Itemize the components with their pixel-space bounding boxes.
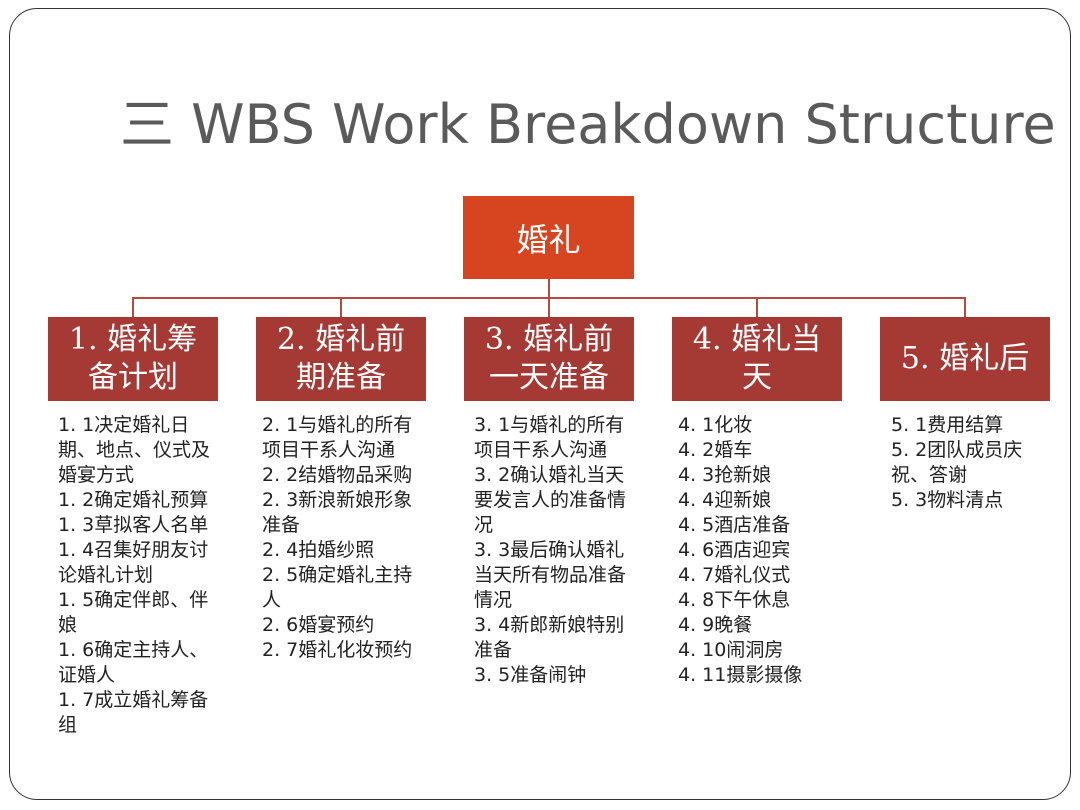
phase-5-connector — [964, 297, 966, 317]
task-item: 2. 6婚宴预约 — [262, 614, 375, 636]
task-item: 5. 2团队成员庆祝、答谢 — [891, 439, 1023, 486]
task-item: 3. 2确认婚礼当天要发言人的准备情况 — [474, 464, 627, 536]
task-item: 1. 4召集好朋友讨论婚礼计划 — [58, 539, 209, 586]
root-connector — [548, 279, 550, 298]
task-list-2: 2. 1与婚礼的所有项目干系人沟通 2. 2结婚物品采购 2. 3新浪新娘形象准… — [262, 413, 414, 663]
task-item: 1. 2确定婚礼预算 — [58, 489, 209, 511]
root-node: 婚礼 — [463, 196, 634, 279]
phase-node-2: 2. 婚礼前期准备 — [256, 317, 426, 401]
task-item: 5. 3物料清点 — [891, 489, 1004, 511]
task-item: 4. 9晚餐 — [678, 614, 753, 636]
task-item: 5. 1费用结算 — [891, 414, 1004, 436]
task-item: 2. 2结婚物品采购 — [262, 464, 413, 486]
phase-label: 5. 婚礼后 — [900, 341, 1030, 376]
phase-label: 1. 婚礼筹备计划 — [68, 322, 198, 395]
task-item: 1. 3草拟客人名单 — [58, 514, 209, 536]
phase-4-connector — [756, 297, 758, 317]
slide-frame — [9, 8, 1071, 800]
task-item: 4. 1化妆 — [678, 414, 753, 436]
task-item: 1. 6确定主持人、证婚人 — [58, 639, 209, 686]
task-list-5: 5. 1费用结算 5. 2团队成员庆祝、答谢 5. 3物料清点 — [891, 413, 1041, 513]
task-item: 3. 4新郎新娘特别准备 — [474, 614, 625, 661]
task-list-1: 1. 1决定婚礼日期、地点、仪式及婚宴方式 1. 2确定婚礼预算 1. 3草拟客… — [58, 413, 210, 738]
task-item: 4. 3抢新娘 — [678, 464, 772, 486]
task-item: 2. 4拍婚纱照 — [262, 539, 375, 561]
task-item: 2. 5确定婚礼主持人 — [262, 564, 413, 611]
task-item: 2. 7婚礼化妆预约 — [262, 639, 413, 661]
task-item: 1. 7成立婚礼筹备组 — [58, 689, 209, 736]
task-item: 4. 2婚车 — [678, 439, 753, 461]
phase-1-connector — [132, 297, 134, 317]
task-list-3: 3. 1与婚礼的所有项目干系人沟通 3. 2确认婚礼当天要发言人的准备情况 3.… — [474, 413, 626, 688]
task-item: 3. 5准备闹钟 — [474, 664, 587, 686]
task-item: 1. 5确定伴郎、伴娘 — [58, 589, 209, 636]
phase-node-4: 4. 婚礼当天 — [672, 317, 842, 401]
task-item: 4. 5酒店准备 — [678, 514, 791, 536]
task-item: 4. 10闹洞房 — [678, 639, 784, 661]
task-item: 4. 6酒店迎宾 — [678, 539, 791, 561]
task-item: 4. 7婚礼仪式 — [678, 564, 791, 586]
phase-2-connector — [340, 297, 342, 317]
task-item: 4. 8下午休息 — [678, 589, 791, 611]
slide-title: 三 WBS Work Breakdown Structure — [120, 93, 1056, 156]
task-item: 2. 3新浪新娘形象准备 — [262, 489, 413, 536]
phase-node-3: 3. 婚礼前一天准备 — [464, 317, 634, 401]
task-item: 1. 1决定婚礼日期、地点、仪式及婚宴方式 — [58, 414, 211, 486]
phase-label: 3. 婚礼前一天准备 — [484, 322, 614, 395]
phase-label: 2. 婚礼前期准备 — [276, 322, 406, 395]
phase-node-5: 5. 婚礼后 — [880, 317, 1050, 401]
task-item: 2. 1与婚礼的所有项目干系人沟通 — [262, 414, 413, 461]
task-item: 4. 4迎新娘 — [678, 489, 772, 511]
phase-node-1: 1. 婚礼筹备计划 — [48, 317, 218, 401]
phase-3-connector — [548, 297, 550, 317]
task-item: 4. 11摄影摄像 — [678, 664, 803, 686]
task-item: 3. 1与婚礼的所有项目干系人沟通 — [474, 414, 625, 461]
phase-label: 4. 婚礼当天 — [692, 322, 822, 395]
task-item: 3. 3最后确认婚礼当天所有物品准备情况 — [474, 539, 627, 611]
task-list-4: 4. 1化妆 4. 2婚车 4. 3抢新娘 4. 4迎新娘 4. 5酒店准备 4… — [678, 413, 838, 688]
root-label: 婚礼 — [516, 220, 581, 259]
